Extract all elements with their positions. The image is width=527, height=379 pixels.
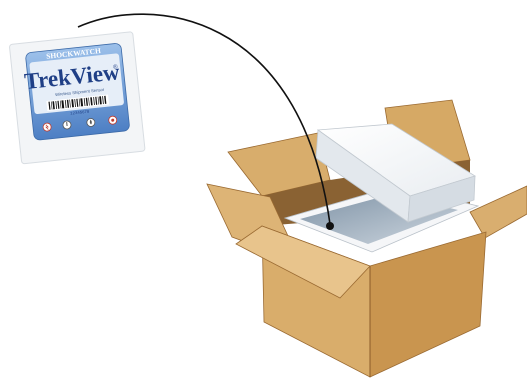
light-icon [108, 116, 117, 125]
sensor-pouch: SHOCKWATCH TrekView ® Wireless Shipment … [9, 32, 145, 164]
box-front-right [370, 232, 486, 377]
temperature-icon [63, 121, 72, 130]
humidity-icon [86, 118, 95, 127]
placement-point [326, 222, 334, 230]
box-right-flap [470, 186, 527, 238]
shock-icon [43, 123, 52, 132]
